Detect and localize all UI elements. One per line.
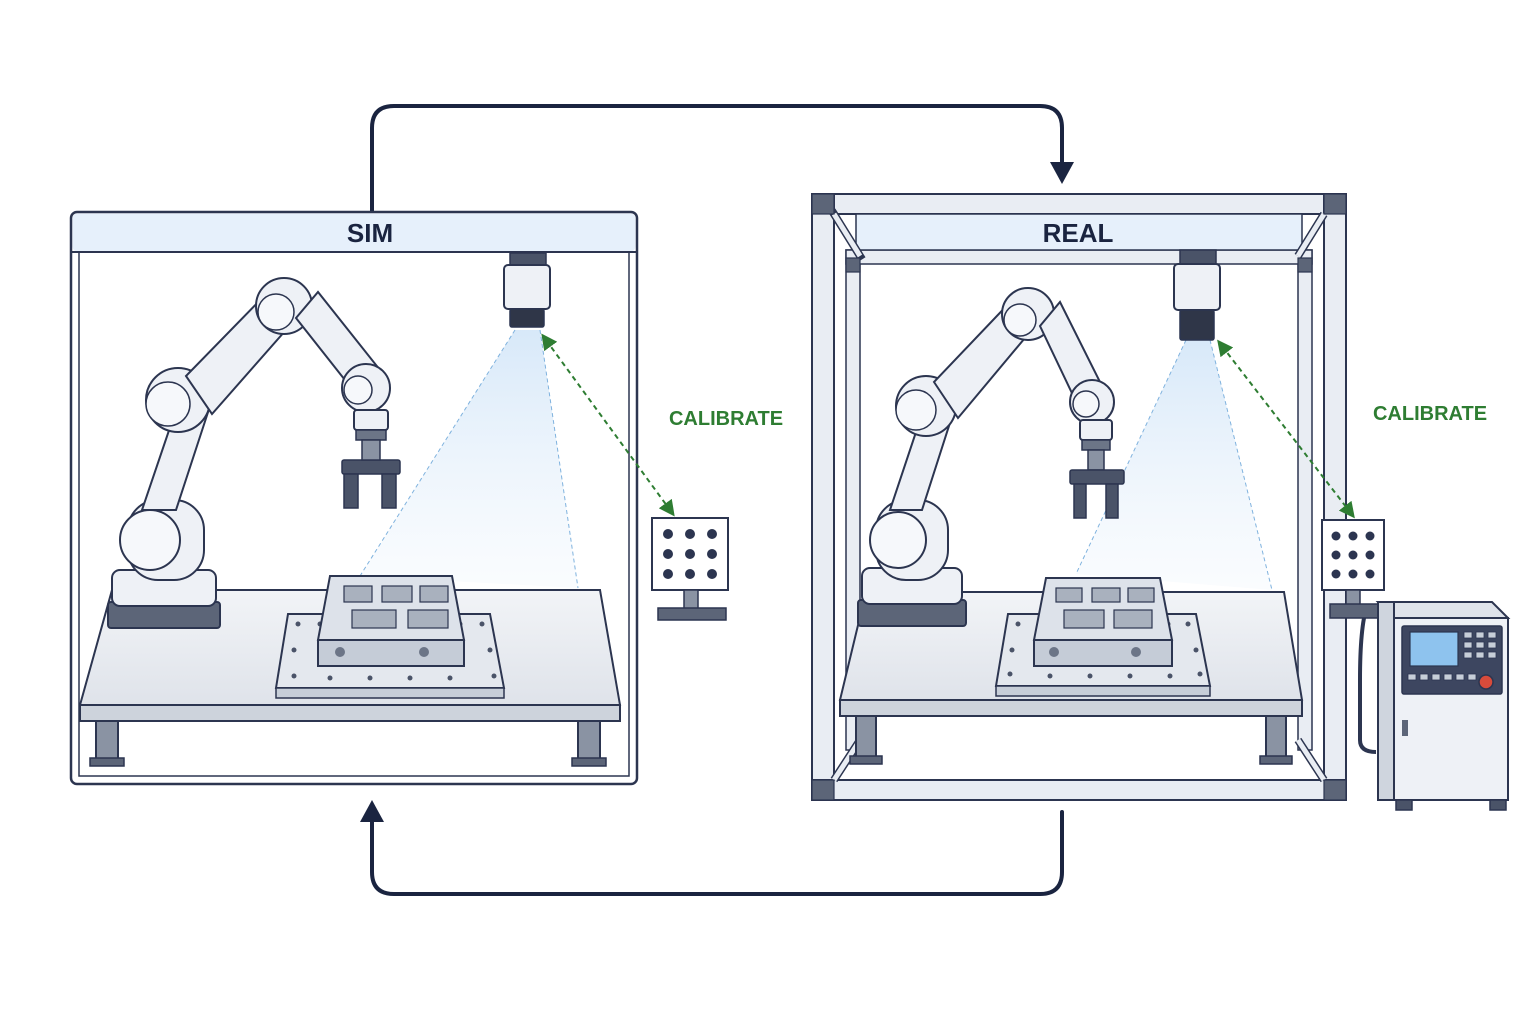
real-calibration-target-icon bbox=[1321, 519, 1385, 619]
real-camera-beam bbox=[1076, 340, 1272, 590]
sim-camera-beam bbox=[360, 330, 578, 588]
real-camera-icon bbox=[1173, 249, 1221, 341]
sim-camera-icon bbox=[503, 252, 551, 328]
sim-calibration: CALIBRATE bbox=[541, 333, 783, 621]
real-panel: REAL bbox=[811, 193, 1347, 801]
controller-cabinet-icon bbox=[1358, 601, 1511, 811]
real-workpiece bbox=[994, 577, 1212, 697]
sim-panel-title: SIM bbox=[347, 218, 393, 248]
loop-arrow-bottom bbox=[360, 800, 1064, 896]
loop-arrow-top bbox=[370, 104, 1074, 214]
sim-calibration-target-icon bbox=[651, 517, 729, 621]
real-robot-arm-icon bbox=[857, 287, 1125, 627]
real-calibrate-label: CALIBRATE bbox=[1373, 403, 1487, 425]
sim-workpiece bbox=[274, 575, 506, 699]
sim-panel: SIM bbox=[69, 210, 639, 786]
sim-calibrate-label: CALIBRATE bbox=[669, 408, 783, 430]
real-panel-title: REAL bbox=[1043, 218, 1114, 248]
sim-robot-arm-icon bbox=[107, 277, 401, 629]
